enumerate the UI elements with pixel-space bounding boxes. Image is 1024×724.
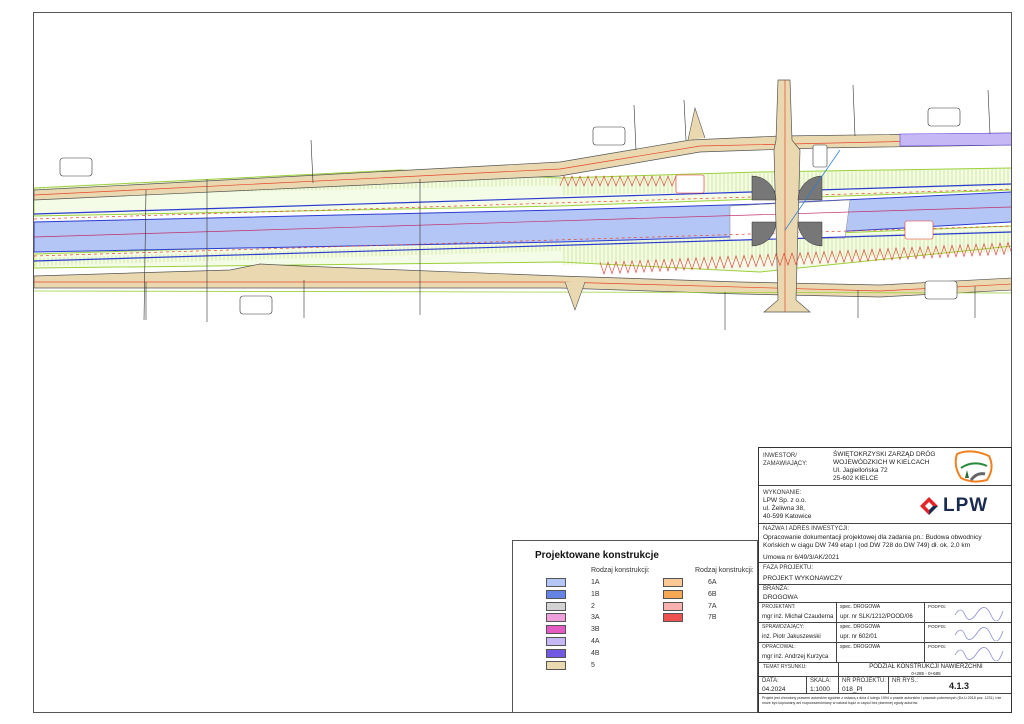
purple-path-4A — [899, 132, 1011, 147]
signatory-row: PROJEKTANT: mgr inż. Michał Czauderna sp… — [759, 603, 1011, 623]
legend-label: 5 — [591, 661, 595, 669]
branch-section: BRANŻA: DROGOWA — [759, 585, 1011, 603]
annotation-boxes — [59, 107, 961, 315]
signatory-row: SPRAWDZAJĄCY: inż. Piotr Jakuszewski spe… — [759, 623, 1011, 643]
legend-swatch-5 — [546, 660, 566, 670]
contractor-line: 40-599 Katowice — [763, 513, 812, 520]
signatory-permit: upr. nr 602/01 — [840, 634, 878, 640]
legend-label: 7A — [708, 602, 717, 610]
investor-label: INWESTOR/ ZAMAWIAJĄCY: — [763, 453, 808, 467]
signatory-role: OPRACOWAŁ: — [762, 644, 796, 650]
signatory-specialty: spec. DROGOWA — [840, 624, 881, 630]
legend-column-header: Rodzaj konstrukcji: — [695, 567, 754, 574]
project-number-value: 018_PI — [842, 686, 863, 693]
legend-title: Projektowane konstrukcje — [535, 550, 659, 561]
project-number-label: NR PROJEKTU: — [842, 678, 887, 684]
drawing-number-value: 4.1.3 — [949, 681, 970, 691]
legend-swatch-3A — [546, 613, 566, 623]
phase-section: FAZA PROJEKTU: PROJEKT WYKONAWCZY — [759, 563, 1011, 585]
bridge-abutments — [751, 175, 823, 247]
legend-label: 6A — [708, 579, 717, 586]
scale-label: SKALA: — [810, 678, 832, 684]
legend-label: 1A — [591, 579, 600, 586]
topic-section: TEMAT RYSUNKU: PODZIAŁ KONSTRUKCJI NAWIE… — [759, 663, 1011, 677]
signature — [954, 647, 1004, 661]
legend-swatch-7A — [663, 601, 683, 611]
signature — [954, 627, 1004, 641]
branch-value: DROGOWA — [763, 594, 798, 601]
signatory-permit: upr. nr SLK/1212/POOD/06 — [840, 614, 913, 620]
signature-label: PODPIS: — [928, 644, 947, 649]
meta-section: DATA: 04.2024 SKALA: 1:1000 NR PROJEKTU:… — [759, 677, 1011, 694]
legend-swatch-3B — [546, 625, 566, 635]
scale-value: 1:1000 — [810, 686, 830, 693]
signatory-row: OPRACOWAŁ: mgr inż. Andrzej Kurzyca spec… — [759, 643, 1011, 663]
investor-line: 25-602 KIELCE — [833, 475, 879, 482]
topic-value: PODZIAŁ KONSTRUKCJI NAWIERZCHNI — [869, 664, 983, 670]
investor-line: ŚWIĘTOKRZYSKI ZARZĄD DRÓG — [833, 451, 936, 458]
investment-line: Końskich w ciągu DW 749 etap I (od DW 72… — [763, 542, 971, 549]
investor-line: Ul. Jagiellońska 72 — [833, 467, 888, 474]
legend-label: 3B — [591, 626, 600, 634]
signature-label: PODPIS: — [928, 604, 947, 609]
legend-label: 6B — [708, 590, 717, 598]
legend-label: 3A — [591, 614, 600, 622]
lpw-logo-text: LPW — [943, 495, 989, 516]
contractor-line: LPW Sp. z o.o. — [763, 497, 807, 504]
signatory-role: PROJEKTANT: — [762, 604, 796, 610]
topic-label: TEMAT RYSUNKU: — [763, 664, 807, 670]
signatory-name: mgr inż. Andrzej Kurzyca — [762, 654, 829, 660]
investor-section: INWESTOR/ ZAMAWIAJĄCY: ŚWIĘTOKRZYSKI ZAR… — [759, 448, 1011, 486]
zdw-kielce-logo — [954, 450, 993, 483]
contractor-line: ul. Żeliwna 38, — [763, 505, 805, 512]
legend-label: 4B — [591, 649, 600, 657]
legend-label: 1B — [591, 590, 600, 598]
legend-swatch-4A — [546, 637, 566, 646]
copyright-notice: Projekt jest chroniony prawem autorskim … — [762, 696, 1002, 705]
date-label: DATA: — [762, 678, 779, 684]
legend-label: 4A — [591, 638, 600, 645]
legend-swatch-1A — [546, 578, 566, 587]
date-value: 04.2024 — [762, 686, 786, 693]
legend-column-header: Rodzaj konstrukcji: — [591, 567, 650, 574]
investment-line: Opracowanie dokumentacji projektowej dla… — [763, 534, 982, 541]
signatory-name: mgr inż. Michał Czauderna — [762, 614, 834, 620]
legend-swatch-7B — [663, 613, 683, 623]
contractor-label: WYKONANIE: — [763, 490, 802, 496]
signatory-specialty: spec. DROGOWA — [840, 604, 881, 610]
phase-label: FAZA PROJEKTU: — [763, 565, 814, 571]
drawing-number-label: NR RYS.: — [892, 678, 918, 684]
investment-section: NAZWA I ADRES INWESTYCJI: Opracowanie do… — [759, 524, 1011, 563]
branch-label: BRANŻA: — [763, 586, 790, 592]
contract-number: Umowa nr 6/49/3/AK/2021 — [763, 554, 840, 561]
signatory-specialty: spec. DROGOWA — [840, 644, 881, 650]
cross-road-5 — [763, 79, 811, 313]
legend-swatch-4B — [546, 648, 566, 658]
investment-label: NAZWA I ADRES INWESTYCJI: — [763, 526, 850, 532]
signature-label: PODPIS: — [928, 624, 947, 629]
signatory-role: SPRAWDZAJĄCY: — [762, 624, 805, 630]
signatory-name: inż. Piotr Jakuszewski — [762, 634, 821, 640]
legend-label: 2 — [591, 602, 595, 610]
title-block: INWESTOR/ ZAMAWIAJĄCY: ŚWIĘTOKRZYSKI ZAR… — [758, 447, 1012, 713]
construction-legend: Projektowane konstrukcje Rodzaj konstruk… — [512, 540, 758, 713]
phase-value: PROJEKT WYKONAWCZY — [763, 575, 843, 582]
legend-label: 7B — [708, 614, 717, 622]
topic-range: 0+285 - 0+685 — [911, 671, 941, 676]
legend-swatch-1B — [546, 589, 566, 599]
contractor-section: WYKONANIE: LPW Sp. z o.o. ul. Żeliwna 38… — [759, 486, 1011, 524]
legend-swatch-6A — [663, 578, 683, 587]
legend-swatch-6B — [663, 589, 683, 599]
lpw-logo: LPW — [919, 495, 988, 517]
signature — [954, 607, 1004, 621]
legend-swatch-2 — [546, 601, 566, 611]
investor-address: ŚWIĘTOKRZYSKI ZARZĄD DRÓG WOJEWÓDZKICH W… — [833, 451, 935, 483]
investor-line: WOJEWÓDZKICH W KIELCACH — [833, 459, 930, 466]
